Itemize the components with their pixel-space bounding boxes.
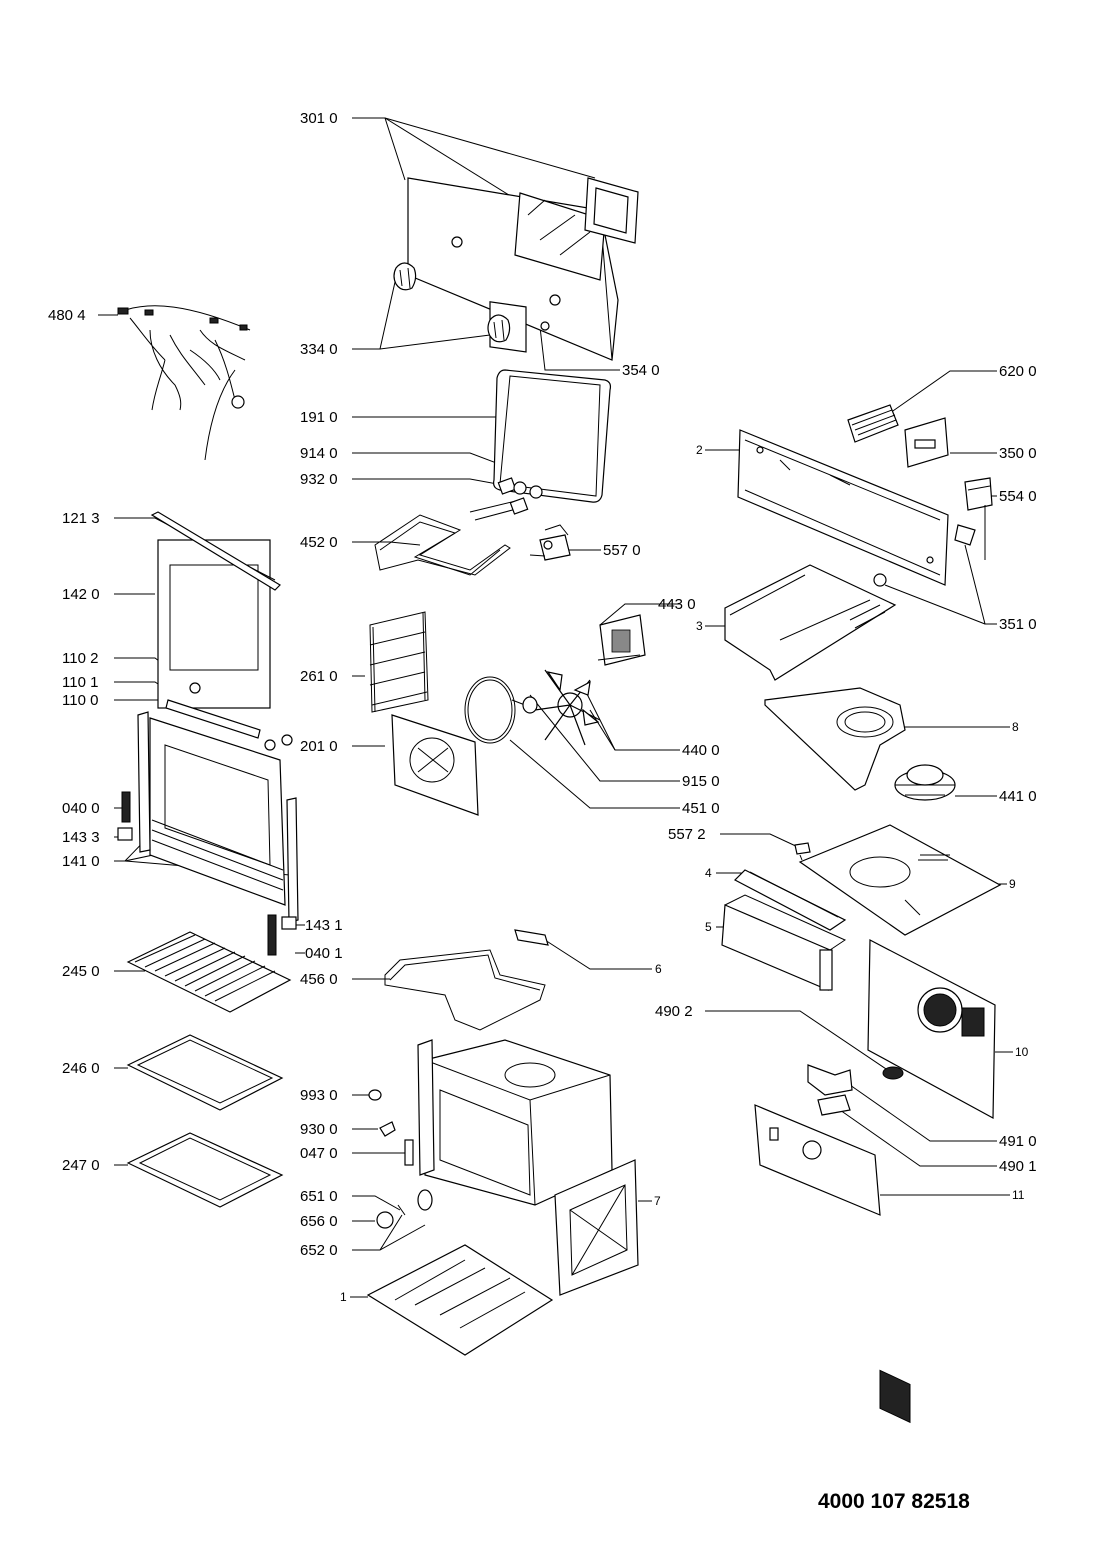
knob-part <box>393 262 511 343</box>
callout-914-0: 914 0 <box>300 445 338 462</box>
callout-6: 6 <box>655 962 662 976</box>
callout-620-0: 620 0 <box>999 363 1037 380</box>
callout-110-2: 110 2 <box>62 650 98 667</box>
top-cover-part <box>724 564 897 681</box>
electric-block-part <box>754 1064 904 1216</box>
cooling-fan-part <box>894 764 956 801</box>
document-number: 4000 107 82518 <box>818 1490 970 1513</box>
callout-1: 1 <box>340 1290 347 1304</box>
base-plate-part <box>798 824 1002 936</box>
callout-110-1: 110 1 <box>62 674 98 691</box>
rear-cover-part <box>867 939 996 1424</box>
fan-heater-part <box>847 404 993 587</box>
callout-245-0: 245 0 <box>62 963 100 980</box>
callout-932-0: 932 0 <box>300 471 338 488</box>
callout-452-0: 452 0 <box>300 534 338 551</box>
callout-143-1: 143 1 <box>305 917 343 934</box>
fan-cover-part <box>764 687 906 791</box>
callout-10: 10 <box>1015 1045 1029 1059</box>
door-glass-part <box>150 511 281 709</box>
grill-element-part <box>374 477 543 576</box>
callout-354-0: 354 0 <box>622 362 660 379</box>
hinge-part <box>117 791 297 956</box>
callout-9: 9 <box>1009 877 1016 891</box>
callout-451-0: 451 0 <box>682 800 720 817</box>
callout-201-0: 201 0 <box>300 738 338 755</box>
callout-915-0: 915 0 <box>682 773 720 790</box>
baking-tray-part <box>126 1034 284 1111</box>
callout-5: 5 <box>705 920 712 934</box>
callout-491-0: 491 0 <box>999 1133 1037 1150</box>
lower-element-part <box>384 929 549 1031</box>
callout-443-0: 443 0 <box>658 596 696 613</box>
callout-11: 11 <box>1012 1188 1025 1202</box>
thermostat-part <box>529 524 571 561</box>
callout-930-0: 930 0 <box>300 1121 338 1138</box>
callout-440-0: 440 0 <box>682 742 720 759</box>
wiring-harness-part <box>117 305 251 461</box>
control-panel-part <box>407 177 639 361</box>
callout-191-0: 191 0 <box>300 409 338 426</box>
callout-490-1: 490 1 <box>999 1158 1037 1175</box>
rail-part <box>721 869 847 991</box>
circular-element-part <box>464 676 526 744</box>
callout-040-0: 040 0 <box>62 800 100 817</box>
callout-993-0: 993 0 <box>300 1087 338 1104</box>
callout-301-0: 301 0 <box>300 110 338 127</box>
callout-121-3: 121 3 <box>62 510 100 527</box>
callout-143-3: 143 3 <box>62 829 100 846</box>
callout-8: 8 <box>1012 720 1019 734</box>
callout-480-4: 480 4 <box>48 307 86 324</box>
side-panel-part <box>554 1159 639 1296</box>
callout-334-0: 334 0 <box>300 341 338 358</box>
oven-rack-part <box>126 931 292 1013</box>
callout-557-0: 557 0 <box>603 542 641 559</box>
callout-040-1: 040 1 <box>305 945 343 962</box>
callout-350-0: 350 0 <box>999 445 1037 462</box>
drip-pan-part <box>126 1132 284 1208</box>
callout-141-0: 141 0 <box>62 853 100 870</box>
bottom-plate-part <box>366 1244 554 1356</box>
callout-246-0: 246 0 <box>62 1060 100 1077</box>
callout-651-0: 651 0 <box>300 1188 338 1205</box>
small-parts <box>368 1089 433 1229</box>
oven-cavity-part <box>417 1039 613 1206</box>
callout-554-0: 554 0 <box>999 488 1037 505</box>
control-frame-part <box>737 429 949 586</box>
callout-351-0: 351 0 <box>999 616 1037 633</box>
side-rack-part <box>369 611 429 713</box>
callout-2: 2 <box>696 443 703 457</box>
callout-110-0: 110 0 <box>62 692 98 709</box>
callout-261-0: 261 0 <box>300 668 338 685</box>
callout-247-0: 247 0 <box>62 1157 100 1174</box>
callout-047-0: 047 0 <box>300 1145 338 1162</box>
back-panel-part <box>391 714 479 816</box>
callout-656-0: 656 0 <box>300 1213 338 1230</box>
door-gasket-part <box>493 369 612 503</box>
callout-456-0: 456 0 <box>300 971 338 988</box>
callout-441-0: 441 0 <box>999 788 1037 805</box>
thermal-cutout-part <box>794 842 811 861</box>
callout-490-2: 490 2 <box>655 1003 693 1020</box>
callout-4: 4 <box>705 866 712 880</box>
callout-142-0: 142 0 <box>62 586 100 603</box>
callout-3: 3 <box>696 619 703 633</box>
callout-557-2: 557 2 <box>668 826 706 843</box>
callout-labels: 301 0 480 4 334 0 354 0 191 0 620 0 914 … <box>48 110 1037 1304</box>
oven-door-part <box>137 699 299 923</box>
callout-652-0: 652 0 <box>300 1242 338 1259</box>
callout-7: 7 <box>654 1194 661 1208</box>
fan-motor-part <box>522 614 646 746</box>
